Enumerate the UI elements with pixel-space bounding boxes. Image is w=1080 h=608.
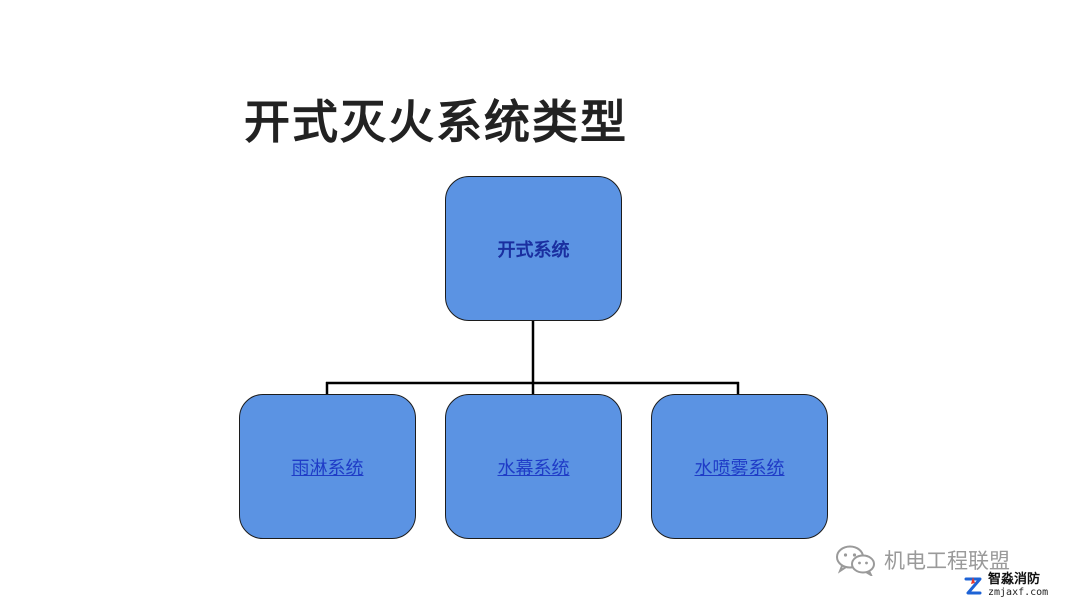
child-node-link[interactable]: 水喷雾系统 — [694, 457, 785, 479]
child-node-water-spray[interactable]: 水喷雾系统 — [651, 394, 828, 539]
root-node-label: 开式系统 — [497, 239, 570, 261]
root-node[interactable]: 开式系统 — [445, 176, 622, 321]
wechat-icon — [836, 545, 875, 576]
child-node-drencher[interactable]: 水幕系统 — [445, 394, 622, 539]
brand-url: zmjaxf.com — [988, 587, 1049, 598]
child-node-link[interactable]: 水幕系统 — [497, 457, 570, 479]
watermark-account: 机电工程联盟 — [834, 544, 1010, 576]
watermark-brand: 智淼消防 zmjaxf.com — [962, 573, 1048, 598]
z-logo-icon — [964, 576, 982, 594]
brand-name: 智淼消防 — [988, 572, 1041, 587]
child-node-link[interactable]: 雨淋系统 — [291, 457, 364, 479]
child-node-deluge[interactable]: 雨淋系统 — [239, 394, 416, 539]
watermark-account-name: 机电工程联盟 — [884, 549, 1010, 573]
slide-title: 开式灭火系统类型 — [244, 95, 628, 149]
